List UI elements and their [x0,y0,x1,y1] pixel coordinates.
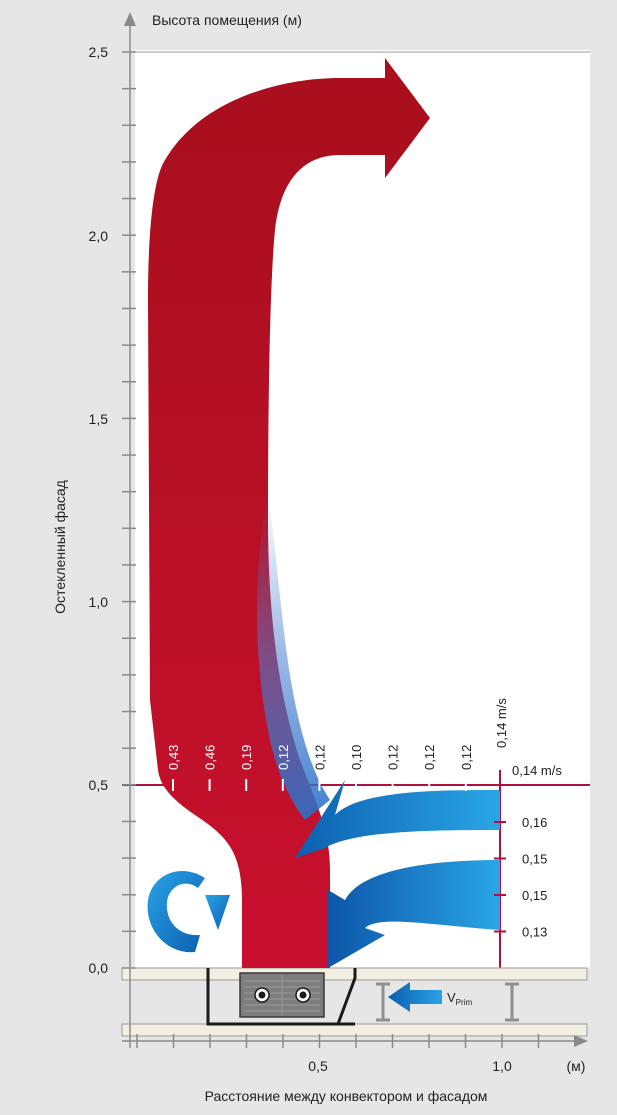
velocity-value: 0,12 [422,745,437,770]
support-beam-left [376,982,390,1022]
y-tick-label: 2,5 [89,44,109,60]
y-axis-ticks [122,51,136,969]
velocity-column: 0,16 0,15 0,15 0,13 [494,815,547,940]
convector-unit [206,968,357,1026]
warm-air-stream [148,58,430,968]
velocity-column-value: 0,15 [522,852,547,867]
y-tick-label: 2,0 [89,228,109,244]
velocity-value: 0,46 [203,745,218,770]
blue-mist [257,490,330,820]
cool-air-return-lower [328,860,500,968]
y-tick-label: 0,0 [89,960,109,976]
primary-air-label-sub: Prim [456,998,473,1007]
velocity-value: 0,19 [239,745,254,770]
y-tick-label: 0,5 [89,777,109,793]
velocity-value: 0,12 [312,745,327,770]
cool-air-return-upper [295,780,500,858]
velocity-value: 0,12 [459,745,474,770]
y-axis-title: Высота помещения (м) [152,12,302,28]
velocity-right-label: 0,14 m/s [512,763,562,778]
velocity-row: 0,43 0,46 0,19 0,12 0,12 0,10 0,12 0,12 0,12 [166,745,501,791]
velocity-value: 0,12 [276,745,291,770]
y-tick-label: 1,0 [89,594,109,610]
velocity-value: 0,12 [386,745,401,770]
velocity-value-last: 0,14 m/s [494,698,509,748]
velocity-value: 0,43 [166,745,181,770]
velocity-column-value: 0,13 [522,925,547,940]
support-beam-right [505,982,519,1022]
velocity-column-value: 0,15 [522,888,547,903]
velocity-column-value: 0,16 [522,815,547,830]
x-axis-ticks [136,1034,540,1048]
x-axis-unit: (м) [567,1058,586,1074]
x-axis-title: Расстояние между конвектором и фасадом [205,1088,488,1104]
primary-air-label-main: V [447,990,456,1005]
velocity-value: 0,10 [349,745,364,770]
x-axis-arrow-icon [574,1035,588,1047]
x-tick-label: 0,5 [308,1058,328,1074]
primary-air-arrow [388,982,442,1012]
x-tick-label: 1,0 [492,1058,512,1074]
facade-label: Остекленный фасад [52,480,68,614]
y-tick-label: 1,5 [89,411,109,427]
circulation-icon [147,870,230,953]
y-axis-arrow-icon [124,12,136,26]
primary-air-label: VPrim [447,990,472,1007]
floor-slab-bottom [121,1023,588,1037]
